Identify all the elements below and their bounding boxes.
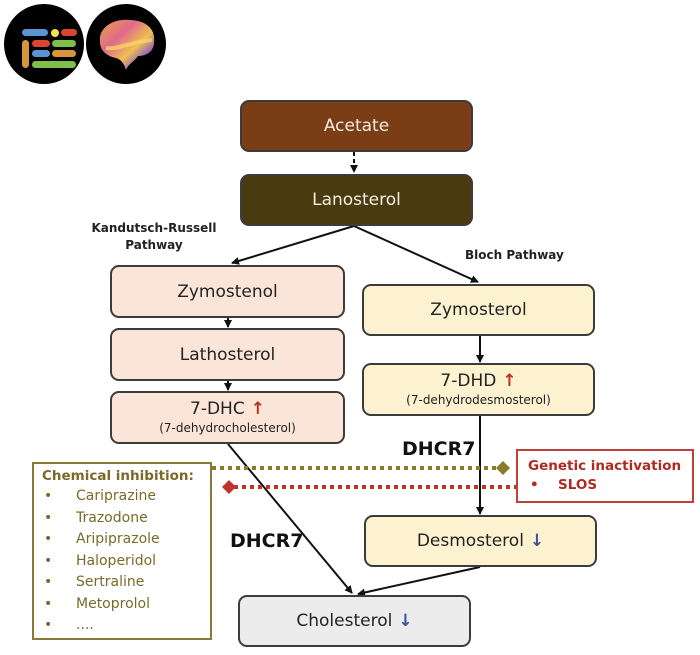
node-7-dhd: 7-DHD↑ (7-dehydrodesmosterol) (362, 363, 595, 416)
drug-name: Trazodone (76, 509, 148, 526)
list-item: • Aripiprazole (42, 529, 202, 551)
node-label: Lanosterol (312, 190, 401, 210)
bullet-icon: • (44, 552, 53, 569)
list-item: •.... (42, 615, 202, 637)
blocks-icon (22, 29, 77, 68)
drug-name: Aripiprazole (76, 531, 160, 547)
pathway-label-kandutsch-russell: Kandutsch-Russell Pathway (91, 221, 217, 252)
up-arrow-icon: ↑ (502, 371, 517, 391)
node-label: 7-DHD (440, 371, 497, 391)
node-sublabel: (7-dehydrodesmosterol) (406, 393, 551, 407)
arrow-desmosterol-to-cholesterol (357, 566, 481, 597)
node-label: Zymostenol (177, 281, 278, 302)
node-lanosterol: Lanosterol (240, 174, 473, 226)
bullet-icon: • (44, 531, 53, 547)
node-label: Desmosterol (416, 531, 524, 551)
app-logo-brain (86, 4, 166, 84)
genetic-inactivation-title: Genetic inactivation (528, 458, 682, 474)
drug-name: Cariprazine (76, 488, 156, 504)
pathway-label-bloch: Bloch Pathway (465, 248, 564, 262)
node-label: Lathosterol (179, 344, 276, 365)
node-zymostenol: Zymostenol (110, 265, 345, 318)
node-label: Zymosterol (430, 300, 527, 320)
arrow-lanosterol-to-zymostenol (231, 225, 355, 265)
drug-name: Haloperidol (76, 552, 157, 569)
node-sublabel: (7-dehydrocholesterol) (159, 421, 296, 435)
enzyme-label-dhcr7-left: DHCR7 (230, 530, 304, 552)
list-item: • SLOS (528, 475, 682, 495)
list-item: • Sertraline (42, 572, 202, 594)
enzyme-label-dhcr7-right: DHCR7 (402, 438, 476, 460)
arrow-7dhc-to-cholesterol (227, 443, 353, 594)
node-zymosterol: Zymosterol (362, 284, 595, 336)
node-7-dhc: 7-DHC↑ (7-dehydrocholesterol) (110, 391, 345, 444)
app-logo-blocks (4, 4, 84, 84)
node-label: Acetate (323, 116, 390, 136)
drug-name: .... (76, 617, 94, 633)
node-label: 7-DHC (190, 399, 245, 419)
drug-name: Sertraline (76, 574, 145, 590)
bullet-icon: • (44, 617, 53, 633)
condition-name: SLOS (558, 477, 598, 493)
list-item: • Trazodone (42, 508, 202, 530)
up-arrow-icon: ↑ (250, 399, 265, 419)
node-label: Cholesterol (296, 611, 393, 631)
bullet-icon: • (44, 509, 53, 526)
chemical-inhibition-diamond-icon (496, 461, 510, 475)
node-lathosterol: Lathosterol (110, 328, 345, 381)
list-item: • Cariprazine (42, 486, 202, 508)
node-acetate: Acetate (240, 100, 473, 152)
bullet-icon: • (44, 574, 53, 590)
bullet-icon: • (44, 488, 53, 504)
down-arrow-icon: ↓ (529, 531, 545, 551)
bullet-icon: • (44, 595, 53, 612)
bullet-icon: • (530, 477, 539, 493)
down-arrow-icon: ↓ (398, 611, 413, 631)
list-item: • Haloperidol (42, 551, 202, 573)
genetic-inactivation-box: Genetic inactivation • SLOS (516, 449, 694, 503)
brain-icon (99, 19, 155, 71)
drug-name: Metoprolol (76, 595, 150, 612)
list-item: • Metoprolol (42, 594, 202, 616)
chemical-inhibition-box: Chemical inhibition: • Cariprazine • Trazo… (32, 462, 212, 640)
genetic-inactivation-diamond-icon (222, 480, 236, 494)
node-cholesterol: Cholesterol↓ (238, 595, 471, 647)
arrow-lanosterol-to-zymosterol (353, 225, 479, 283)
chemical-inhibition-list: • Cariprazine • Trazodone • Aripiprazole • H… (42, 486, 202, 637)
node-desmosterol: Desmosterol↓ (364, 515, 597, 567)
chemical-inhibition-title: Chemical inhibition: (42, 468, 194, 484)
